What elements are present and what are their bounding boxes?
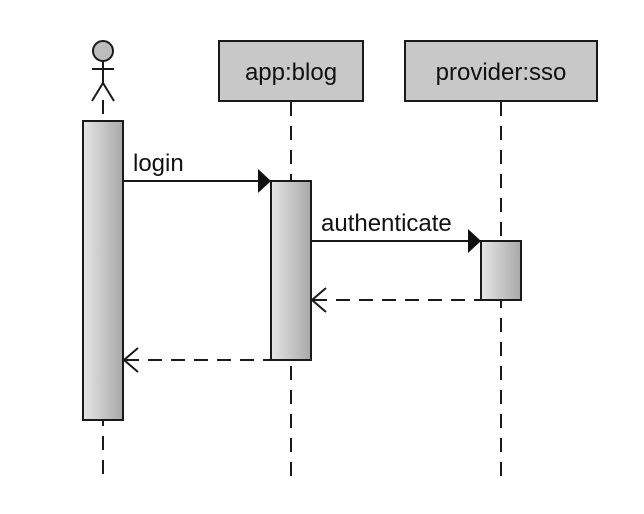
participant-app-box bbox=[218, 40, 364, 102]
message-login-label: login bbox=[133, 150, 184, 177]
arrowhead-open-icon bbox=[310, 287, 327, 313]
arrowhead-filled-icon bbox=[468, 229, 481, 253]
participant-sso-label: provider:sso bbox=[436, 59, 567, 86]
participant-sso: provider:sso bbox=[404, 40, 598, 102]
message-authenticate-label: authenticate bbox=[321, 210, 452, 237]
participant-sso-box bbox=[404, 40, 598, 102]
actor-head bbox=[92, 40, 114, 62]
actor-icon bbox=[91, 40, 115, 102]
message-authenticate: authenticate bbox=[311, 210, 481, 253]
activation-sso bbox=[480, 240, 522, 301]
activation-user bbox=[82, 120, 124, 421]
arrowhead-filled-icon bbox=[258, 169, 271, 193]
activation-app bbox=[270, 180, 312, 361]
arrowhead-open-icon bbox=[122, 347, 139, 373]
message-login: login bbox=[123, 150, 271, 193]
message-return-app-to-user bbox=[122, 347, 271, 373]
message-return-sso-to-app bbox=[310, 287, 481, 313]
participant-app: app:blog bbox=[218, 40, 364, 102]
participant-app-label: app:blog bbox=[245, 59, 337, 86]
